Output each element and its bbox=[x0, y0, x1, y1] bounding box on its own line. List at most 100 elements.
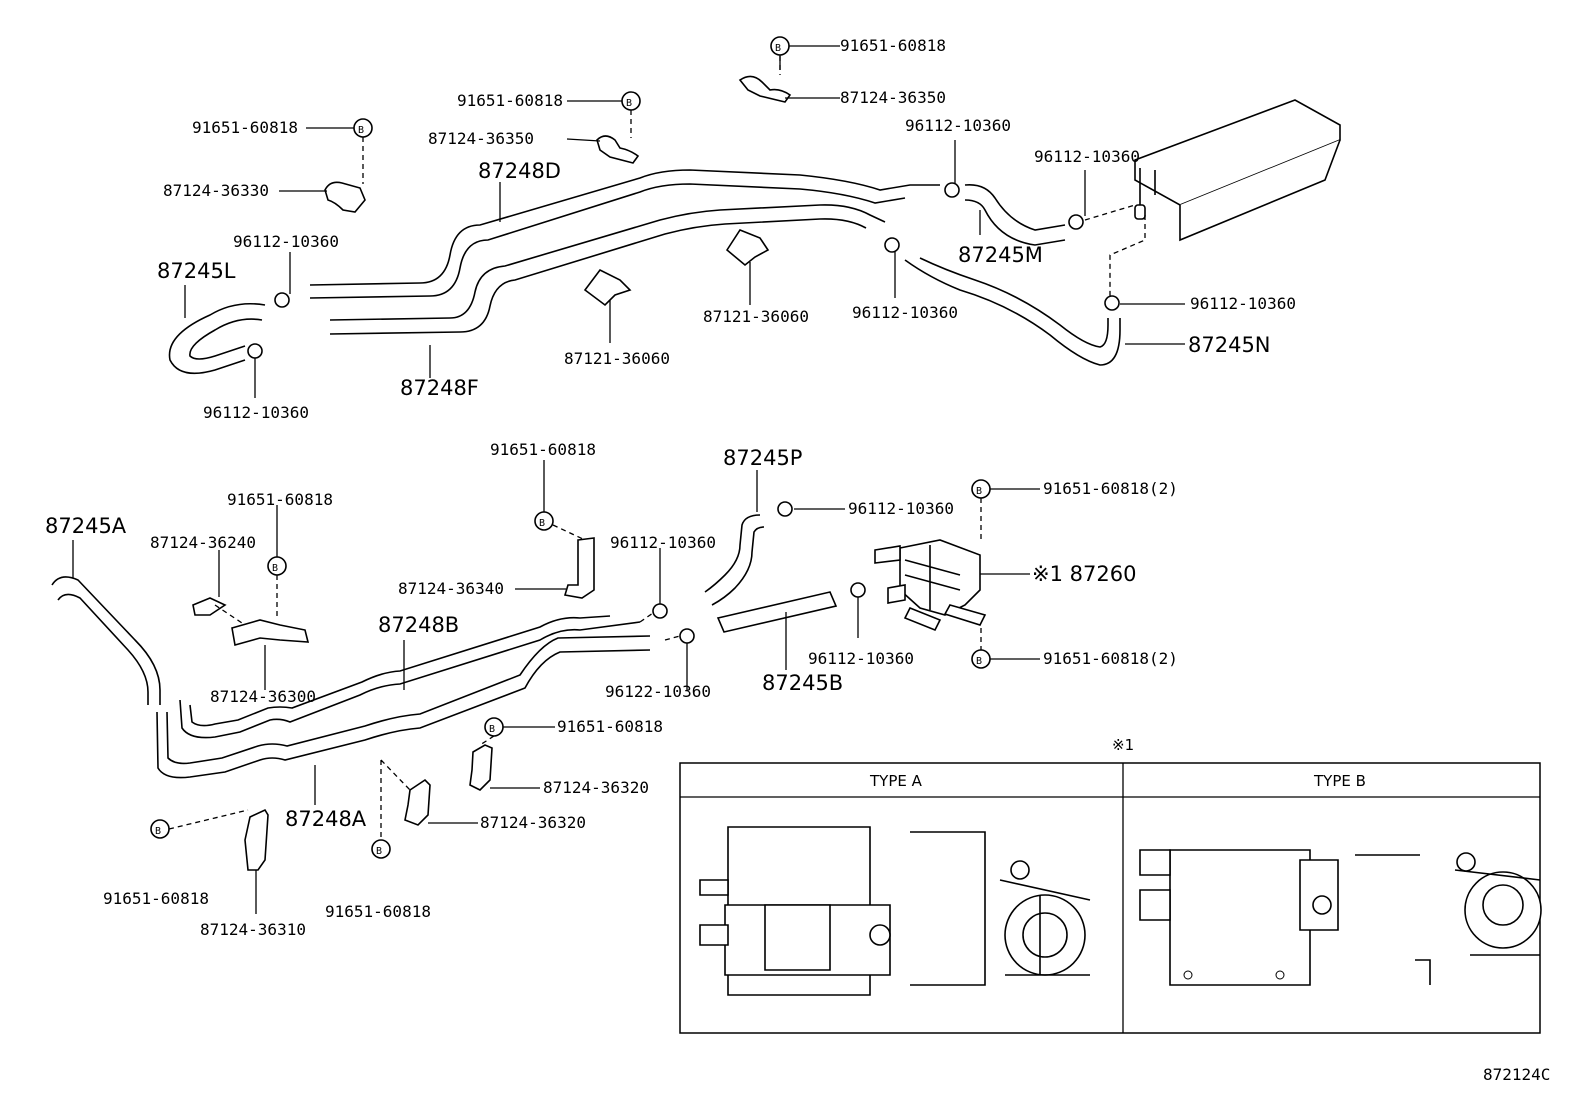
bolt-icon: B bbox=[371, 839, 391, 859]
bolt-icon: B bbox=[534, 511, 554, 531]
label-87248B: 87248B bbox=[378, 613, 459, 637]
clamp-upper-1 bbox=[274, 292, 290, 308]
bracket-87124-36320-b bbox=[404, 778, 431, 826]
svg-text:B: B bbox=[358, 125, 364, 136]
bracket-87124-36240 bbox=[192, 597, 227, 616]
label-87248D: 87248D bbox=[478, 159, 561, 183]
bracket-87124-36340 bbox=[563, 537, 595, 599]
heater-87260 bbox=[874, 539, 987, 632]
label-87248A: 87248A bbox=[285, 807, 367, 831]
label-87124-36330: 87124-36330 bbox=[163, 181, 269, 200]
label-96112-10360: 96112-10360 bbox=[852, 303, 958, 322]
svg-text:B: B bbox=[976, 486, 982, 497]
label-91651-60818: 91651-60818 bbox=[325, 902, 431, 921]
diagram-code: 872124C bbox=[1483, 1065, 1550, 1084]
label-96112-10360: 96112-10360 bbox=[848, 499, 954, 518]
clamp-upper-6 bbox=[1104, 295, 1120, 311]
label-96112-10360: 96112-10360 bbox=[203, 403, 309, 422]
bracket-87121-36060-a bbox=[583, 268, 632, 307]
bolt-icon: B bbox=[770, 36, 790, 56]
svg-text:B: B bbox=[775, 43, 781, 54]
pipe-87248A bbox=[156, 635, 651, 779]
type-b-heater bbox=[1139, 849, 1542, 986]
label-96112-10360: 96112-10360 bbox=[808, 649, 914, 668]
label-87245N: 87245N bbox=[1188, 333, 1271, 357]
bracket-87124-36350-b bbox=[596, 135, 640, 164]
clamp-lower-3 bbox=[679, 628, 695, 644]
label-87124-36300: 87124-36300 bbox=[210, 687, 316, 706]
label-96112-10360: 96112-10360 bbox=[905, 116, 1011, 135]
bolt-icon: B bbox=[484, 717, 504, 737]
pipe-87248F bbox=[329, 204, 886, 335]
svg-text:B: B bbox=[976, 656, 982, 667]
bolt-icon: B bbox=[621, 91, 641, 111]
label-87260: ※1 87260 bbox=[1032, 562, 1136, 586]
hose-87245M bbox=[964, 183, 1066, 246]
clamp-upper-3 bbox=[944, 182, 960, 198]
svg-text:B: B bbox=[272, 563, 278, 574]
svg-text:B: B bbox=[489, 724, 495, 735]
hose-87245L bbox=[168, 302, 266, 375]
bracket-87124-36330 bbox=[324, 181, 366, 213]
type-table bbox=[679, 762, 1541, 1034]
tank bbox=[1134, 99, 1341, 242]
bracket-87124-36350-a bbox=[738, 75, 792, 103]
type-a-title: TYPE A bbox=[869, 772, 923, 790]
type-a-heater bbox=[699, 826, 1091, 996]
svg-text:B: B bbox=[376, 846, 382, 857]
label-87245M: 87245M bbox=[958, 243, 1043, 267]
label-91651-60818: 91651-60818 bbox=[227, 490, 333, 509]
bolt-icon: B bbox=[971, 479, 991, 499]
bracket-87124-36310 bbox=[244, 808, 269, 871]
label-96122-10360: 96122-10360 bbox=[605, 682, 711, 701]
bracket-87121-36060-b bbox=[725, 229, 770, 267]
clamp-upper-4 bbox=[884, 237, 900, 253]
label-96112-10360: 96112-10360 bbox=[1034, 147, 1140, 166]
label-91651-60818: 91651-60818 bbox=[557, 717, 663, 736]
clamp-upper-2 bbox=[247, 343, 263, 359]
label-91651-60818-x2: 91651-60818(2) bbox=[1043, 649, 1178, 668]
note-symbol: ※1 bbox=[1112, 736, 1134, 754]
label-87245L: 87245L bbox=[157, 259, 236, 283]
label-87124-36350: 87124-36350 bbox=[428, 129, 534, 148]
label-87124-36240: 87124-36240 bbox=[150, 533, 256, 552]
label-87121-36060: 87121-36060 bbox=[703, 307, 809, 326]
label-96112-10360: 96112-10360 bbox=[1190, 294, 1296, 313]
pipe-87248B bbox=[179, 615, 641, 739]
clamp-lower-2 bbox=[652, 603, 668, 619]
label-91651-60818: 91651-60818 bbox=[457, 91, 563, 110]
label-87245A: 87245A bbox=[45, 514, 127, 538]
label-96112-10360: 96112-10360 bbox=[610, 533, 716, 552]
type-b-title: TYPE B bbox=[1313, 772, 1366, 790]
label-87124-36320: 87124-36320 bbox=[480, 813, 586, 832]
pipe-87248D bbox=[309, 169, 940, 299]
hose-87245P bbox=[704, 514, 765, 606]
label-87124-36340: 87124-36340 bbox=[398, 579, 504, 598]
clamp-lower-1 bbox=[777, 501, 793, 517]
hose-87245N bbox=[904, 257, 1121, 366]
bolt-icon: B bbox=[150, 819, 170, 839]
label-91651-60818: 91651-60818 bbox=[840, 36, 946, 55]
clamp-lower-4 bbox=[850, 582, 866, 598]
label-87124-36350: 87124-36350 bbox=[840, 88, 946, 107]
label-96112-10360: 96112-10360 bbox=[233, 232, 339, 251]
bolt-icon: B bbox=[267, 556, 287, 576]
bracket-87124-36300 bbox=[231, 619, 310, 647]
label-87248F: 87248F bbox=[400, 376, 479, 400]
label-87245B: 87245B bbox=[762, 671, 843, 695]
label-91651-60818: 91651-60818 bbox=[103, 889, 209, 908]
svg-text:B: B bbox=[626, 98, 632, 109]
bolt-icon: B bbox=[971, 649, 991, 669]
svg-text:B: B bbox=[539, 518, 545, 529]
bolt-icon: B bbox=[353, 118, 373, 138]
label-91651-60818-x2: 91651-60818(2) bbox=[1043, 479, 1178, 498]
bracket-87124-36320-a bbox=[469, 744, 493, 791]
svg-text:B: B bbox=[155, 826, 161, 837]
label-91651-60818: 91651-60818 bbox=[192, 118, 298, 137]
label-87245P: 87245P bbox=[723, 446, 802, 470]
label-87124-36310: 87124-36310 bbox=[200, 920, 306, 939]
hose-87245B bbox=[716, 591, 838, 633]
label-87124-36320: 87124-36320 bbox=[543, 778, 649, 797]
label-91651-60818: 91651-60818 bbox=[490, 440, 596, 459]
